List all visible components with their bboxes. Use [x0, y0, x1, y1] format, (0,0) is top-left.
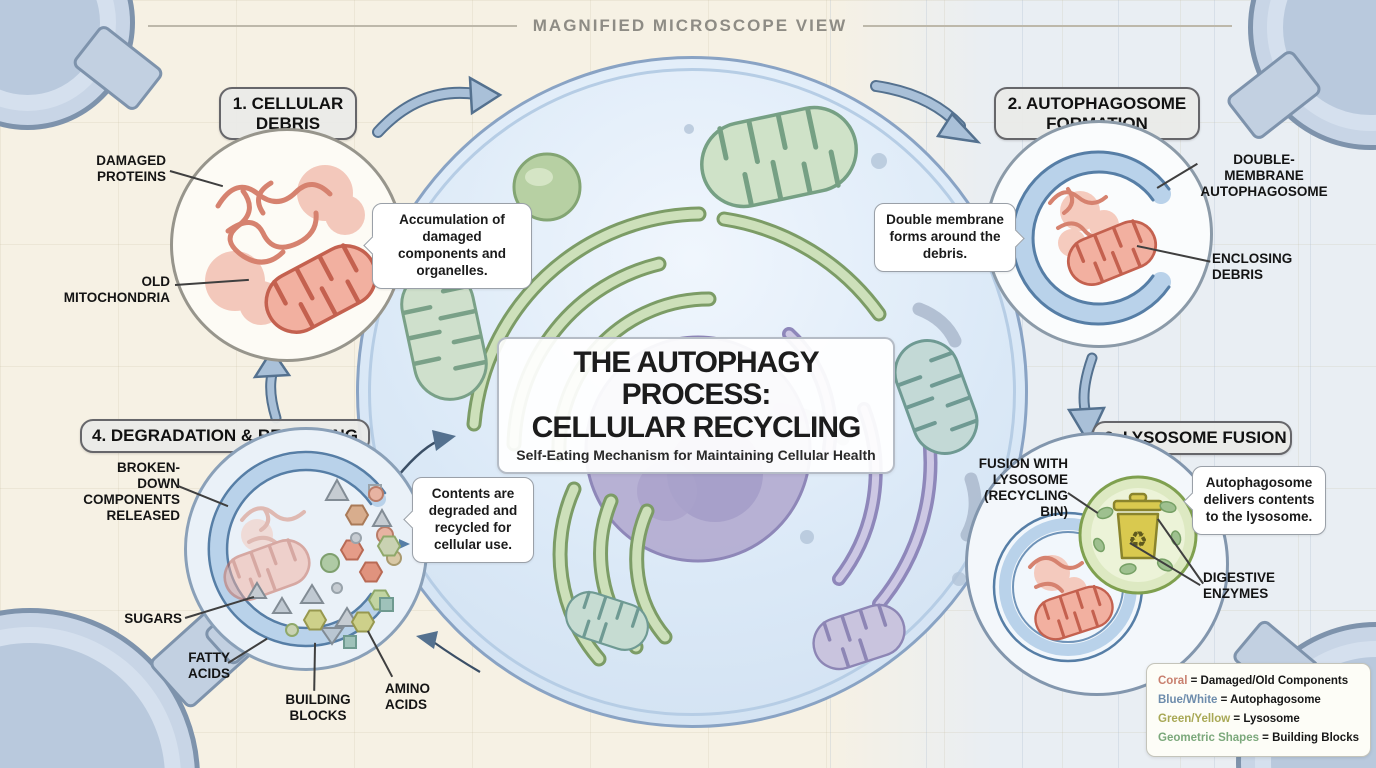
- released-building-blocks: [343, 486, 402, 649]
- broken-down-components-label: BROKEN-DOWN COMPONENTS RELEASED: [83, 460, 180, 523]
- legend-term: Geometric Shapes: [1158, 731, 1259, 744]
- stage4-note-bubble: Contents are degraded and recycled for c…: [412, 477, 534, 563]
- stage4-recycling-graphic: [207, 450, 410, 648]
- arrow-stage4-to-stage1: [252, 347, 292, 424]
- magnified-view-title: MAGNIFIED MICROSCOPE VIEW: [532, 16, 848, 35]
- main-subtitle: Self-Eating Mechanism for Maintaining Ce…: [516, 447, 876, 464]
- stage2-autophagosome-graphic: [1010, 150, 1171, 326]
- mitochondrion-green-top: [700, 105, 858, 209]
- header-rule-left: [148, 25, 517, 27]
- main-title-line2: CELLULAR RECYCLING: [531, 410, 862, 444]
- stage2-note-bubble: Double membrane forms around the debris.: [874, 203, 1016, 272]
- stage1-debris-graphic: [205, 165, 378, 334]
- legend-row: Green/Yellow = Lysosome: [1158, 710, 1359, 729]
- legend-row: Blue/White = Autophagosome: [1158, 691, 1359, 710]
- legend-value: = Damaged/Old Components: [1187, 675, 1349, 687]
- stage1-note-bubble: Accumulation of damaged components and o…: [372, 203, 532, 289]
- legend-value: = Lysosome: [1230, 712, 1300, 725]
- old-mitochondria-label: OLD MITOCHONDRIA: [63, 274, 170, 305]
- enclosing-debris-label: ENCLOSING DEBRIS: [1212, 251, 1293, 282]
- legend-term: Blue/White: [1158, 693, 1218, 706]
- stage1-circle: [170, 128, 404, 362]
- amino-acids-label: AMINO ACIDS: [385, 681, 430, 712]
- legend-term: Green/Yellow: [1158, 712, 1231, 725]
- legend-value: = Building Blocks: [1258, 731, 1359, 744]
- main-title-line1: THE AUTOPHAGY PROCESS:: [573, 346, 819, 412]
- double-membrane-label: DOUBLE-MEMBRANE AUTOPHAGOSOME: [1200, 152, 1328, 199]
- arrow-into-stage2: [870, 80, 982, 144]
- digestive-enzymes-label: DIGESTIVE ENZYMES: [1203, 570, 1276, 601]
- color-legend: Coral = Damaged/Old Components Blue/Whit…: [1146, 663, 1371, 757]
- stage3-circle: ♻: [965, 432, 1229, 696]
- fatty-acids-label: FATTY ACIDS: [187, 650, 230, 681]
- header-rule-right: [863, 25, 1232, 27]
- magnified-view-header: MAGNIFIED MICROSCOPE VIEW: [148, 16, 1232, 36]
- building-block-shapes: [246, 477, 402, 646]
- damaged-proteins-label: DAMAGED PROTEINS: [96, 153, 166, 184]
- legend-row: Coral = Damaged/Old Components: [1158, 672, 1359, 691]
- stage2-circle: [985, 120, 1213, 348]
- stage4-circle: [184, 427, 428, 671]
- legend-term: Coral: [1158, 675, 1188, 687]
- legend-value: = Autophagosome: [1217, 693, 1321, 706]
- arrow-stage3-to-stage4: [416, 631, 481, 673]
- main-title-card: THE AUTOPHAGY PROCESS: CELLULAR RECYCLIN…: [497, 337, 895, 475]
- sugars-label: SUGARS: [124, 611, 182, 626]
- legend-row: Geometric Shapes = Building Blocks: [1158, 729, 1359, 748]
- building-blocks-label: BUILDING BLOCKS: [285, 692, 351, 723]
- arrow-stage1-to-stage2: [372, 75, 503, 138]
- stage3-note-bubble: Autophagosome delivers contents to the l…: [1192, 466, 1326, 535]
- fusion-with-lysosome-label: FUSION WITH LYSOSOME (RECYCLING BIN): [978, 456, 1068, 519]
